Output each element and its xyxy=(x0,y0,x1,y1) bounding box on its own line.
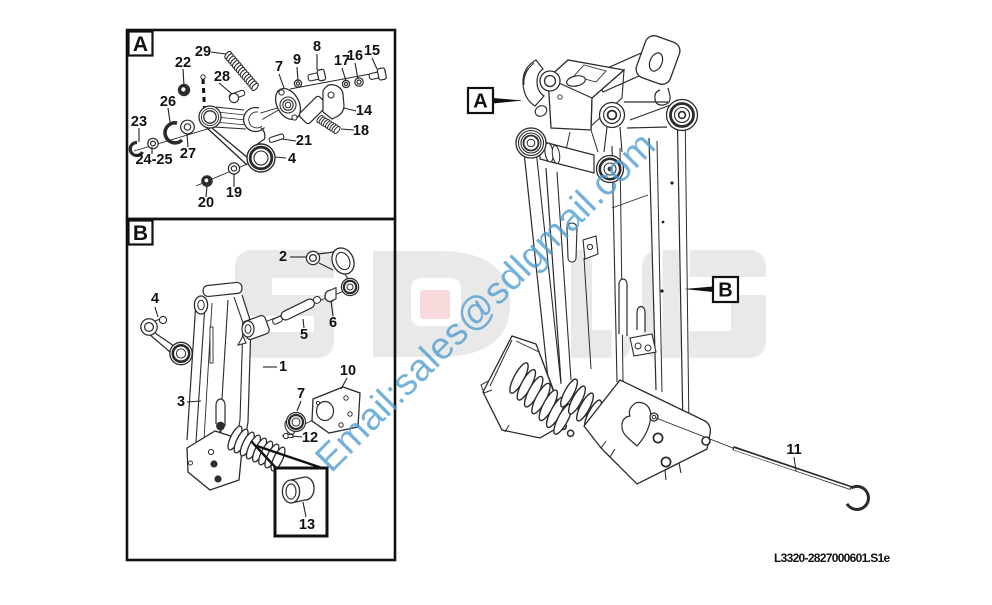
svg-text:18: 18 xyxy=(353,123,369,139)
svg-text:5: 5 xyxy=(300,327,308,343)
svg-text:4: 4 xyxy=(151,291,159,307)
svg-text:4: 4 xyxy=(288,151,296,167)
svg-text:17: 17 xyxy=(334,53,350,69)
svg-text:8: 8 xyxy=(313,39,321,55)
svg-text:15: 15 xyxy=(364,43,380,59)
svg-text:A: A xyxy=(473,91,487,113)
svg-text:29: 29 xyxy=(195,44,211,60)
svg-text:12: 12 xyxy=(302,430,318,446)
svg-text:A: A xyxy=(133,33,148,56)
svg-text:B: B xyxy=(133,222,148,245)
svg-text:B: B xyxy=(718,280,732,302)
svg-text:27: 27 xyxy=(180,146,196,162)
svg-text:7: 7 xyxy=(275,59,283,75)
svg-text:11: 11 xyxy=(786,442,801,458)
svg-text:14: 14 xyxy=(356,103,372,119)
svg-text:16: 16 xyxy=(347,48,363,64)
svg-text:1: 1 xyxy=(279,359,287,375)
svg-text:20: 20 xyxy=(198,195,214,211)
svg-text:21: 21 xyxy=(296,133,312,149)
svg-text:28: 28 xyxy=(214,69,230,85)
svg-text:6: 6 xyxy=(329,315,337,331)
svg-text:7: 7 xyxy=(297,386,305,402)
svg-text:2: 2 xyxy=(279,249,287,265)
svg-text:26: 26 xyxy=(160,94,176,110)
svg-text:24-25: 24-25 xyxy=(135,152,172,168)
svg-text:10: 10 xyxy=(340,363,356,379)
svg-text:3: 3 xyxy=(177,394,185,410)
svg-text:22: 22 xyxy=(175,55,191,71)
svg-text:13: 13 xyxy=(299,517,315,533)
svg-text:L3320-2827000601.S1e: L3320-2827000601.S1e xyxy=(774,551,890,565)
svg-text:19: 19 xyxy=(226,185,242,201)
svg-text:23: 23 xyxy=(131,114,147,130)
svg-text:9: 9 xyxy=(293,52,301,68)
